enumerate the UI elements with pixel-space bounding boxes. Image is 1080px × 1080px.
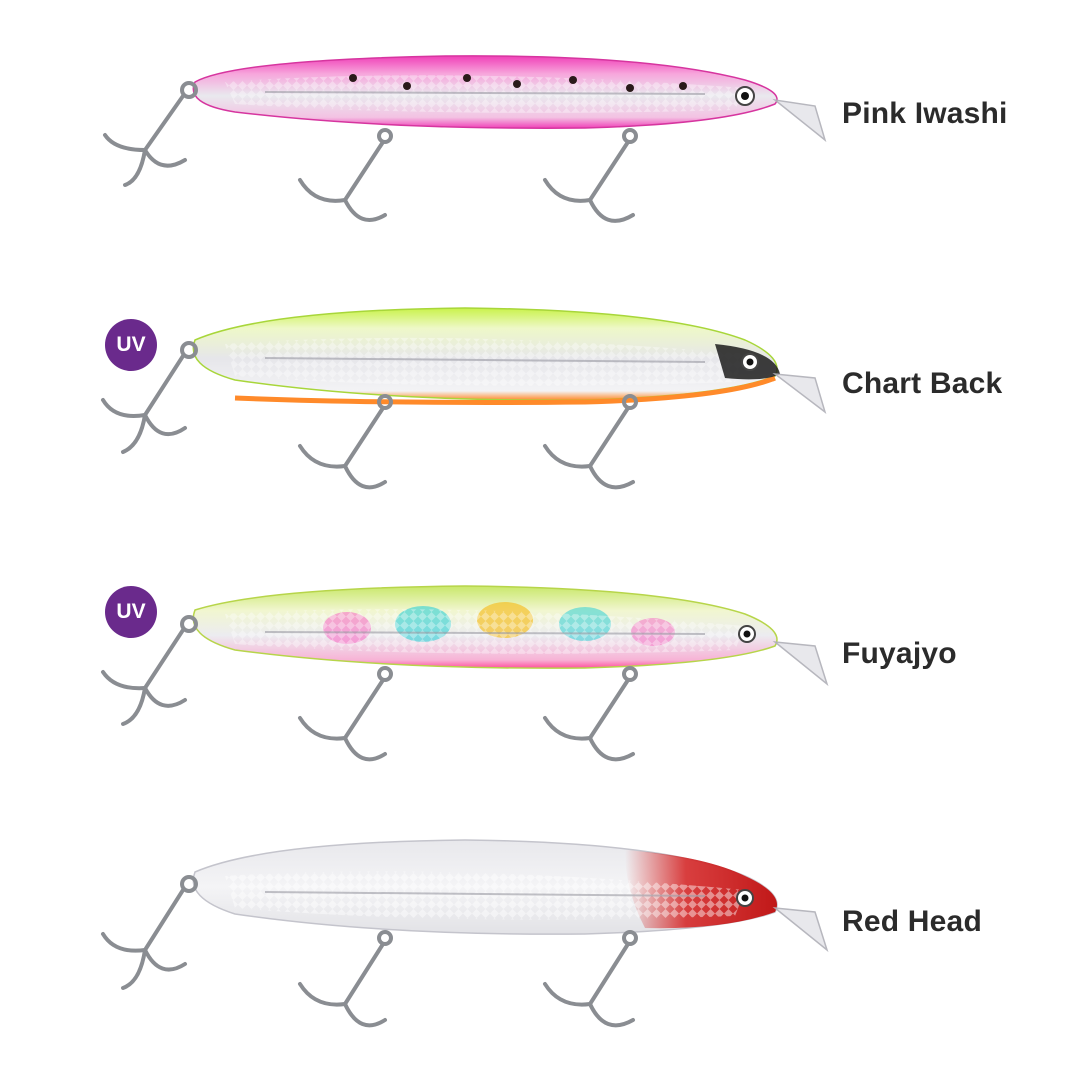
lure-image-fuyajyo	[101, 585, 829, 762]
uv-badge: UV	[105, 586, 157, 638]
lure-name-label: Red Head	[842, 905, 982, 938]
lure-image-chart-back	[101, 307, 827, 490]
lure-row-fuyajyo: UV	[0, 540, 1080, 810]
lure-row-red-head: Red Head	[0, 810, 1080, 1080]
lure-row-chart-back: UV	[0, 270, 1080, 540]
uv-badge: UV	[105, 319, 157, 371]
lure-name-label: Pink Iwashi	[842, 97, 1008, 130]
lure-row-pink-iwashi: Pink Iwashi	[0, 0, 1080, 270]
lure-name-label: Fuyajyo	[842, 637, 957, 670]
lure-image-pink-iwashi	[103, 55, 827, 223]
lure-name-label: Chart Back	[842, 367, 1003, 400]
lure-image-red-head	[101, 839, 829, 1028]
